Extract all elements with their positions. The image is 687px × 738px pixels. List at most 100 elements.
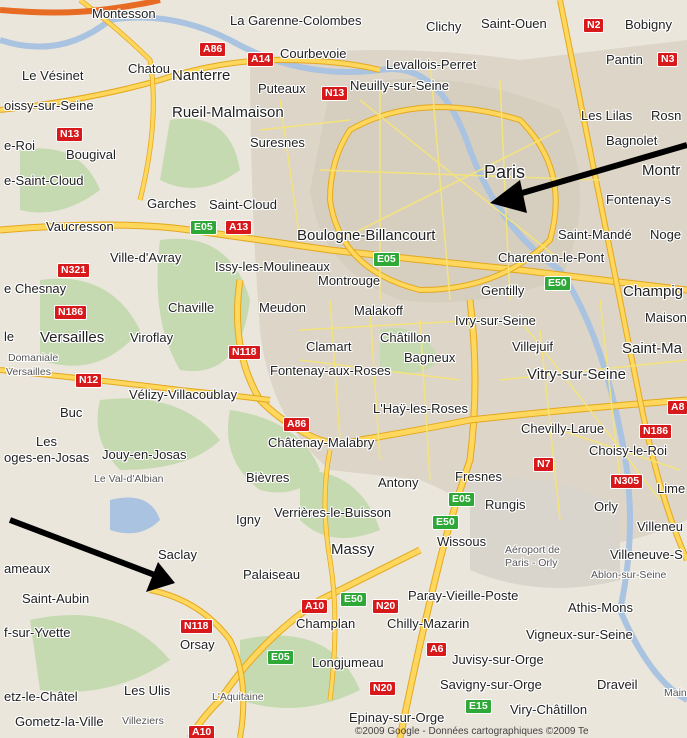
route-shield-e05-long: E05 <box>267 650 294 665</box>
place-label-saint-mande: Saint-Mandé <box>558 227 632 242</box>
route-shield-n13-left: N13 <box>56 127 84 142</box>
place-label-malakoff: Malakoff <box>354 303 403 318</box>
place-label-choisy: Choisy-le-Roi <box>589 443 668 458</box>
place-label-massy: Massy <box>331 541 375 558</box>
park-area <box>97 398 220 470</box>
place-label-le: le <box>4 329 15 344</box>
place-label-fresnes: Fresnes <box>455 469 502 484</box>
place-label-lime: Lime <box>657 481 686 496</box>
place-label-poissy: oissy-sur-Seine <box>4 98 94 113</box>
map-copyright[interactable]: ©2009 Google - Données cartographiques ©… <box>355 726 589 737</box>
park-area <box>157 238 250 372</box>
place-label-gif: f-sur-Yvette <box>4 625 71 640</box>
place-label-montrouge: Montrouge <box>318 273 381 288</box>
place-label-champig: Champig <box>623 283 684 300</box>
place-label-chaville: Chaville <box>168 300 215 315</box>
route-shield-n20-top: N20 <box>372 599 400 614</box>
place-label-montesson: Montesson <box>92 6 156 21</box>
park-area <box>30 615 170 692</box>
place-label-bobigny: Bobigny <box>625 17 672 32</box>
route-shield-n12: N12 <box>75 373 103 388</box>
place-label-jouy: Jouy-en-Josas <box>102 447 187 462</box>
place-label-issy: Issy-les-Moulineaux <box>215 259 330 274</box>
place-label-villeneu: Villeneu <box>637 519 684 534</box>
place-label-saclay: Saclay <box>158 547 198 562</box>
place-label-villejuif: Villejuif <box>512 339 553 354</box>
route-shield-n2: N2 <box>583 18 605 33</box>
park-area <box>380 328 440 374</box>
place-label-pantin: Pantin <box>606 52 643 67</box>
route-shield-n186-right: N186 <box>639 424 673 439</box>
route-shield-e50-gentilly: E50 <box>544 276 571 291</box>
place-label-lhay: L'Haÿ-les-Roses <box>373 401 468 416</box>
route-shield-a10-top: A10 <box>301 599 329 614</box>
route-shield-n13-top: N13 <box>321 86 349 101</box>
place-label-champlan: Champlan <box>296 616 356 631</box>
park-area <box>40 278 140 366</box>
place-label-rungis: Rungis <box>485 497 526 512</box>
place-label-savigny: Savigny-sur-Orge <box>440 677 542 692</box>
place-label-chesnay: e Chesnay <box>4 281 67 296</box>
route-shield-e50-champlan: E50 <box>340 592 367 607</box>
place-label-saint-cloud: Saint-Cloud <box>209 197 277 212</box>
place-label-le-roi: e-Roi <box>4 138 36 153</box>
place-label-bougival: Bougival <box>66 147 116 162</box>
route-shield-e15: E15 <box>465 699 492 714</box>
place-label-le-val: Le Val-d'Albian <box>94 473 164 485</box>
place-label-vitry: Vitry-sur-Seine <box>527 366 626 383</box>
place-label-draveil: Draveil <box>597 677 638 692</box>
route-shield-n7: N7 <box>533 457 555 472</box>
place-label-bagneux: Bagneux <box>404 350 456 365</box>
place-label-buc: Buc <box>60 405 83 420</box>
place-label-paris: Paris <box>484 162 526 182</box>
place-label-villeziers: Villeziers <box>122 715 164 727</box>
place-label-loges: oges-en-Josas <box>4 450 90 465</box>
park-area <box>20 148 100 213</box>
motorway <box>187 547 422 738</box>
place-label-versailles-small: Versailles <box>6 366 51 378</box>
route-shield-e05-issy: E05 <box>373 252 400 267</box>
route-shield-n305: N305 <box>610 474 644 489</box>
place-label-epinay: Epinay-sur-Orge <box>349 710 445 725</box>
place-label-rueil: Rueil-Malmaison <box>172 104 284 121</box>
place-label-bievres: Bièvres <box>246 470 290 485</box>
route-shield-e50-wissous: E50 <box>432 515 459 530</box>
place-label-igny: Igny <box>236 512 261 527</box>
place-label-paray: Paray-Vieille-Poste <box>408 588 519 603</box>
place-label-levallois: Levallois-Perret <box>386 57 477 72</box>
place-label-noge: Noge <box>650 227 682 242</box>
motorway <box>558 0 687 561</box>
route-shield-a10-bottom: A10 <box>188 725 216 738</box>
route-shield-a13: A13 <box>225 220 253 235</box>
motorway <box>298 397 687 446</box>
seine-river <box>0 14 687 703</box>
place-label-neuilly: Neuilly-sur-Seine <box>350 78 449 93</box>
place-label-suresnes: Suresnes <box>250 135 305 150</box>
place-label-verrieres: Verrières-le-Buisson <box>274 505 392 520</box>
route-shield-e05-fresnes: E05 <box>448 492 475 507</box>
place-label-les-ulis: Les Ulis <box>124 683 171 698</box>
place-label-gentilly: Gentilly <box>481 283 525 298</box>
route-shield-a86-mid: A86 <box>283 417 311 432</box>
place-label-puteaux: Puteaux <box>258 81 306 96</box>
place-label-villeneuve-s: Villeneuve-S <box>610 547 683 562</box>
place-label-wissous: Wissous <box>437 534 487 549</box>
place-label-les-lilas: Les Lilas <box>581 108 633 123</box>
place-label-main: Main <box>664 687 687 699</box>
place-label-athis: Athis-Mons <box>568 600 634 615</box>
place-label-domaniale: Domaniale <box>8 352 59 364</box>
route-shield-a14: A14 <box>247 52 275 67</box>
route-shield-n118-top: N118 <box>228 345 261 360</box>
place-label-palaiseau: Palaiseau <box>243 567 301 582</box>
place-label-nanterre: Nanterre <box>172 67 231 84</box>
place-label-ville-davray: Ville-d'Avray <box>110 250 182 265</box>
place-label-ameaux: ameaux <box>4 561 51 576</box>
place-label-saint-aubin: Saint-Aubin <box>22 591 90 606</box>
place-label-laquitaine: L'Aquitaine <box>212 691 264 703</box>
place-label-vigneux: Vigneux-sur-Seine <box>526 627 633 642</box>
place-label-maisons: Maisons <box>645 310 687 325</box>
motorway <box>0 368 271 402</box>
place-label-bagnolet: Bagnolet <box>606 133 658 148</box>
